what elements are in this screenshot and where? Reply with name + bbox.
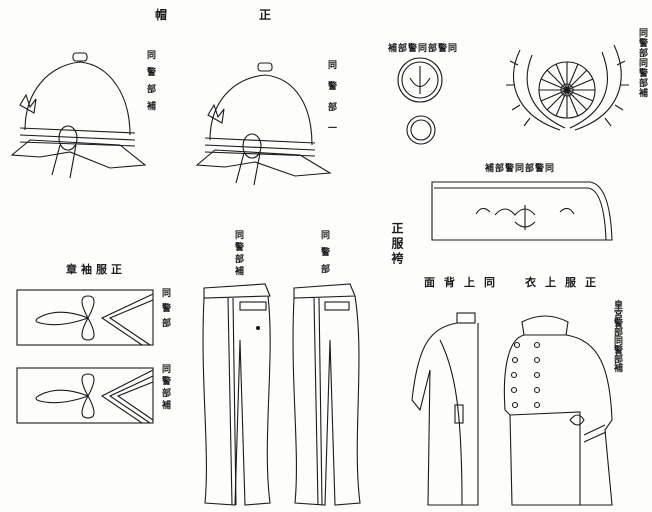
wreath-label: 同警部同警部補 [637, 28, 647, 98]
badges-label: 補部警同部警同 [388, 44, 459, 54]
coat-back-title: 面背上同 [424, 276, 504, 289]
helmet-illustration-2 [195, 62, 332, 186]
cuff-illustrations [16, 289, 154, 424]
cuffs-section-title: 章袖服正 [66, 263, 126, 276]
coat-front-illustration [503, 315, 613, 506]
cuff-1-label: 同警部 [160, 288, 170, 333]
cuff-2-label: 同警部補 [160, 364, 170, 412]
collar-label: 補部警同部警同 [485, 164, 556, 174]
trousers-2-label: 同警部 [319, 230, 329, 281]
coat-back-illustration [411, 312, 479, 506]
trousers-section-title: 正服袴 [390, 222, 404, 267]
badge-illustrations [397, 57, 443, 145]
trousers-illustration-1 [202, 283, 271, 506]
trousers-1-label: 同警部補 [233, 230, 243, 278]
helmet-2-label: 同警部一 [326, 60, 336, 144]
coat-front-label: 皇宮警部同警部補 [612, 300, 622, 372]
helmet-illustration-1 [10, 52, 147, 179]
page-title: 帽 正 [155, 8, 312, 22]
coat-front-title: 衣上服正 [525, 276, 605, 289]
wreath-illustration [506, 44, 629, 131]
collar-illustration [431, 181, 613, 241]
helmet-1-label: 同警部補 [145, 50, 155, 118]
trousers-illustration-2 [292, 283, 361, 506]
